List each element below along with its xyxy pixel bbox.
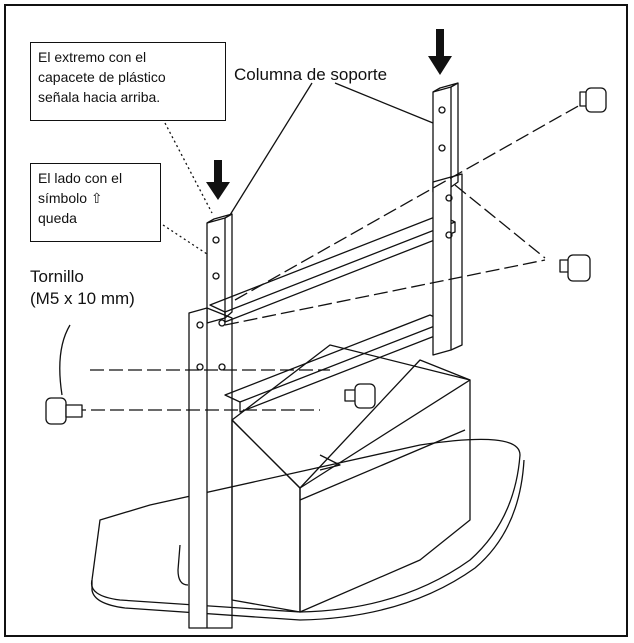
base-plate xyxy=(90,438,521,613)
down-arrow-icon xyxy=(206,160,230,200)
housing-box xyxy=(231,344,471,613)
label-screw: Tornillo (M5 x 10 mm) xyxy=(30,267,135,308)
right-column xyxy=(432,82,463,356)
lower-crossbar xyxy=(224,314,446,413)
screw-paths xyxy=(72,104,581,411)
left-column xyxy=(188,213,233,629)
leader-screw xyxy=(59,324,71,396)
leader-cap xyxy=(164,122,213,214)
screw-icon xyxy=(579,87,607,113)
leader-column-left xyxy=(229,82,313,216)
leader-column-right xyxy=(334,82,434,124)
leader-arrow-side xyxy=(162,224,208,255)
callout-plastic-cap: El extremo con el capacete de plástico s… xyxy=(30,42,226,121)
label-support-column: Columna de soporte xyxy=(234,65,388,84)
upper-crossbar xyxy=(209,214,456,323)
figure-frame xyxy=(4,4,628,637)
screw-icon xyxy=(344,383,376,409)
callout-arrow-side: El lado con el símbolo ⇧ queda xyxy=(30,163,161,242)
base-plate-edge xyxy=(91,459,525,621)
screw-icon xyxy=(45,397,83,425)
cable xyxy=(177,544,189,586)
screw-icon xyxy=(559,254,591,282)
down-arrow-icon xyxy=(428,29,452,75)
